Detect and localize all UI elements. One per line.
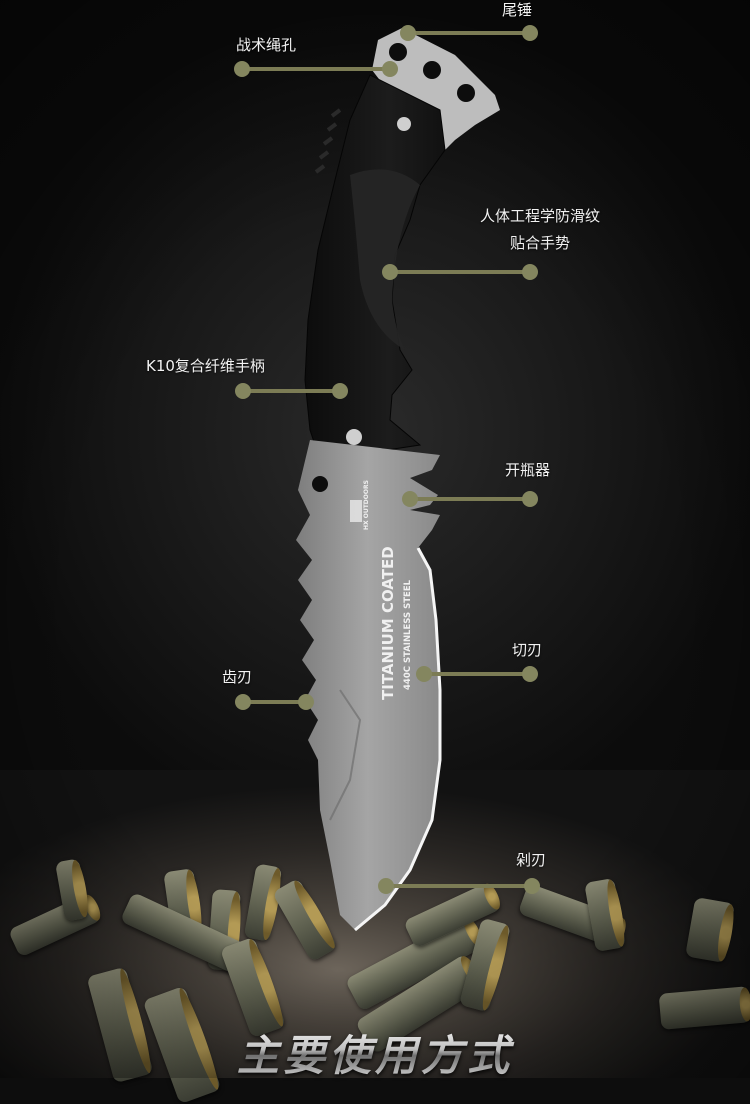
callout-dot-opener-start <box>402 491 418 507</box>
blade-brand-text: HX OUTDOORS <box>363 480 370 530</box>
lanyard-hole-3 <box>457 84 475 102</box>
callout-line-skinning-edge <box>386 884 532 888</box>
callout-label-pommel: 尾锤 <box>502 1 533 19</box>
blade-steel-text: 440C STAINLESS STEEL <box>403 579 413 690</box>
callout-dot-serrated-start <box>235 694 251 710</box>
callout-label-skinning-edge: 剁刃 <box>516 851 547 869</box>
handle-screw-bottom <box>346 429 362 445</box>
callout-line-serrated-edge <box>243 700 306 704</box>
callout-label-lanyard-hole: 战术绳孔 <box>236 36 297 54</box>
callout-label-serrated-edge: 齿刃 <box>222 668 253 686</box>
callout-line-pommel <box>408 31 530 35</box>
callout-dot-lanyard-end <box>382 61 398 77</box>
callout-line-ergonomic-grip <box>390 270 530 274</box>
callout-dot-skinning-start <box>378 878 394 894</box>
callout-label-ergonomic-line1: 人体工程学防滑纹 <box>480 207 601 225</box>
callout-dot-grip-start <box>382 264 398 280</box>
callout-line-handle-material <box>243 389 340 393</box>
callout-dot-cutting-start <box>416 666 432 682</box>
callout-label-bottle-opener: 开瓶器 <box>505 461 551 479</box>
blade <box>296 440 440 930</box>
callout-dot-grip-end <box>522 264 538 280</box>
callout-dot-pommel-start <box>400 25 416 41</box>
callout-dot-pommel-end <box>522 25 538 41</box>
callout-dot-serrated-end <box>298 694 314 710</box>
lanyard-hole-2 <box>423 61 441 79</box>
callout-dot-opener-end <box>522 491 538 507</box>
callout-label-cutting-edge: 切刃 <box>512 641 543 659</box>
handle-screw-top <box>397 117 411 131</box>
callout-line-bottle-opener <box>410 497 530 501</box>
callout-dot-cutting-end <box>522 666 538 682</box>
blade-edge <box>354 547 442 932</box>
blade-coating-text: TITANIUM COATED <box>379 546 397 700</box>
lanyard-hole-1 <box>389 43 407 61</box>
callout-label-ergonomic-line2: 贴合手势 <box>510 234 571 252</box>
callout-dot-skinning-end <box>524 878 540 894</box>
section-title-main-usage: 主要使用方式 <box>0 1022 750 1083</box>
callout-label-ergonomic-grip: 人体工程学防滑纹 贴合手势 <box>480 206 600 253</box>
callout-line-lanyard-hole <box>242 67 390 71</box>
callout-dot-handle-start <box>235 383 251 399</box>
brand-logo-mark <box>350 500 362 522</box>
callout-label-handle-material: K10复合纤维手柄 <box>146 357 265 375</box>
callout-line-cutting-edge <box>424 672 530 676</box>
callout-dot-handle-end <box>332 383 348 399</box>
callout-dot-lanyard-start <box>234 61 250 77</box>
tactical-knife-illustration: TITANIUM COATED 440C STAINLESS STEEL HX … <box>296 28 500 932</box>
finger-hole <box>312 476 328 492</box>
